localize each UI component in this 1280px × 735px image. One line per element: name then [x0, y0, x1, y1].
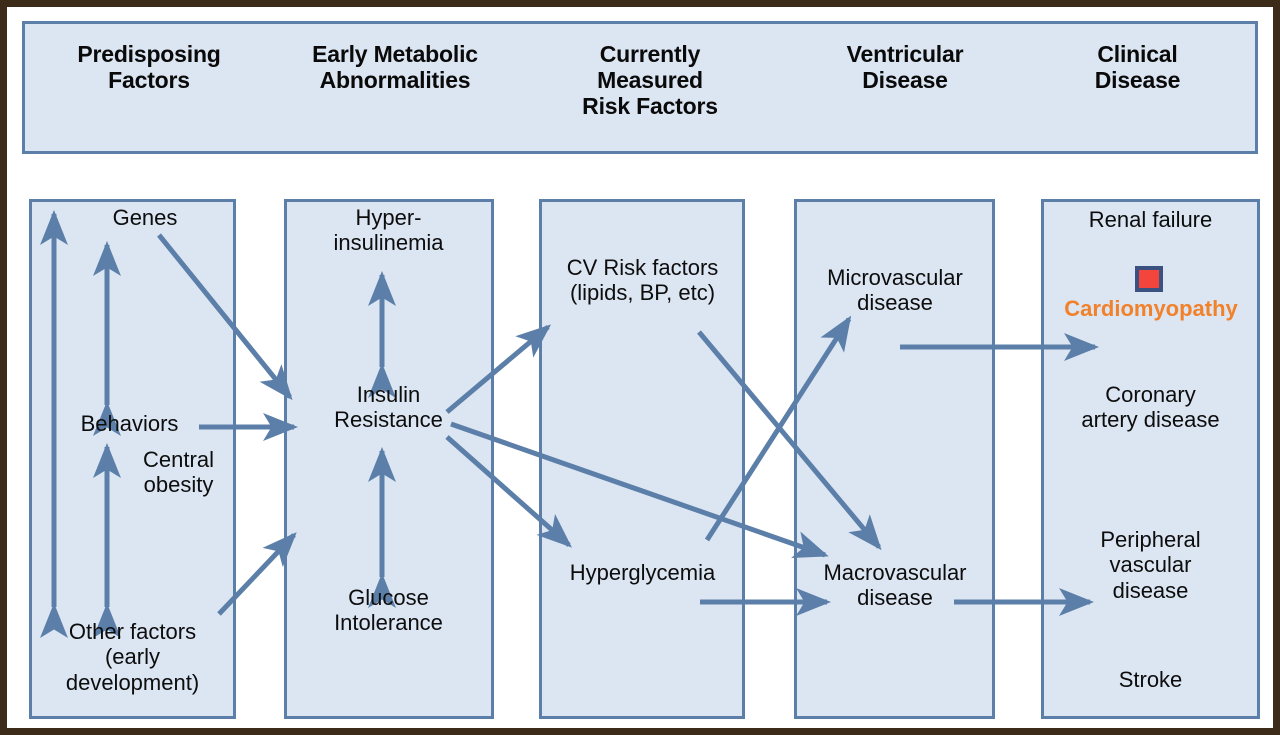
header-band: Predisposing Factors Early Metabolic Abn… [22, 21, 1258, 154]
header-line: Early Metabolic [312, 41, 478, 67]
node-line: Coronary [1105, 382, 1196, 407]
node-line: Renal failure [1088, 207, 1213, 232]
node-line: (early [104, 644, 160, 670]
node-cardiomyopathy: Cardiomyopathy [1037, 296, 1265, 321]
header-line: Measured [597, 66, 703, 93]
node-hyperglycemia: Hyperglycemia [541, 560, 744, 585]
node-line: Central [143, 447, 214, 472]
node-genes: Genes [75, 205, 215, 230]
node-stroke: Stroke [1043, 667, 1258, 692]
node-behaviors: Behaviors [57, 411, 202, 436]
header-line: Abnormalities [319, 66, 471, 93]
node-line: vascular [1109, 552, 1192, 578]
node-peripheral-vascular-disease: Peripheral vascular disease [1043, 527, 1258, 603]
header-line: Currently [599, 41, 701, 67]
node-line: Insulin [356, 382, 421, 407]
node-line: Macrovascular [823, 560, 967, 585]
node-line: development) [65, 669, 200, 695]
node-line: Hyper- [355, 205, 422, 230]
header-title-clinical-disease: Clinical Disease [1025, 41, 1250, 94]
node-line: Intolerance [334, 610, 443, 636]
node-line: Stroke [1118, 667, 1183, 692]
node-line: Other factors [68, 619, 197, 644]
header-title-predisposing-factors: Predisposing Factors [29, 41, 269, 94]
node-line: Hyperglycemia [569, 560, 716, 585]
node-glucose-intolerance: Glucose Intolerance [287, 585, 490, 636]
node-central-obesity: Central obesity [121, 447, 236, 498]
node-line: Behaviors [80, 411, 179, 436]
node-line: Glucose [348, 585, 429, 610]
node-line: artery disease [1081, 407, 1220, 433]
node-renal-failure: Renal failure [1043, 207, 1258, 232]
node-hyperinsulinemia: Hyper- insulinemia [287, 205, 490, 256]
node-microvascular-disease: Microvascular disease [796, 265, 994, 316]
panel-clinical-disease [1041, 199, 1260, 719]
red-square-marker-icon [1135, 266, 1163, 292]
header-title-currently-measured-risk-factors: Currently Measured Risk Factors [530, 41, 770, 119]
node-cv-risk-factors: CV Risk factors (lipids, BP, etc) [541, 255, 744, 306]
header-line: Risk Factors [582, 92, 718, 119]
node-line: Resistance [334, 407, 443, 433]
node-macrovascular-disease: Macrovascular disease [796, 560, 994, 611]
node-line: CV Risk factors [566, 255, 719, 280]
node-line: Genes [112, 205, 178, 230]
header-line: Clinical [1097, 41, 1178, 67]
header-title-ventricular-disease: Ventricular Disease [785, 41, 1025, 94]
header-line: Disease [862, 66, 948, 93]
header-line: Predisposing [77, 41, 221, 67]
header-line: Factors [108, 66, 190, 93]
node-line: disease [857, 585, 933, 611]
node-other-factors: Other factors (early development) [31, 619, 234, 695]
node-line: Peripheral [1100, 527, 1201, 552]
node-line: obesity [143, 472, 214, 498]
header-title-early-metabolic-abnormalities: Early Metabolic Abnormalities [275, 41, 515, 94]
node-line: Cardiomyopathy [1064, 296, 1238, 321]
node-insulin-resistance: Insulin Resistance [287, 382, 490, 433]
panel-early-metabolic-abnormalities [284, 199, 494, 719]
node-line: (lipids, BP, etc) [569, 280, 716, 306]
header-line: Disease [1094, 66, 1181, 93]
node-line: disease [1112, 577, 1189, 603]
node-coronary-artery-disease: Coronary artery disease [1043, 382, 1258, 433]
header-line: Ventricular [846, 41, 964, 67]
node-line: disease [857, 290, 933, 316]
node-line: insulinemia [333, 230, 444, 256]
node-line: Microvascular [827, 265, 963, 290]
